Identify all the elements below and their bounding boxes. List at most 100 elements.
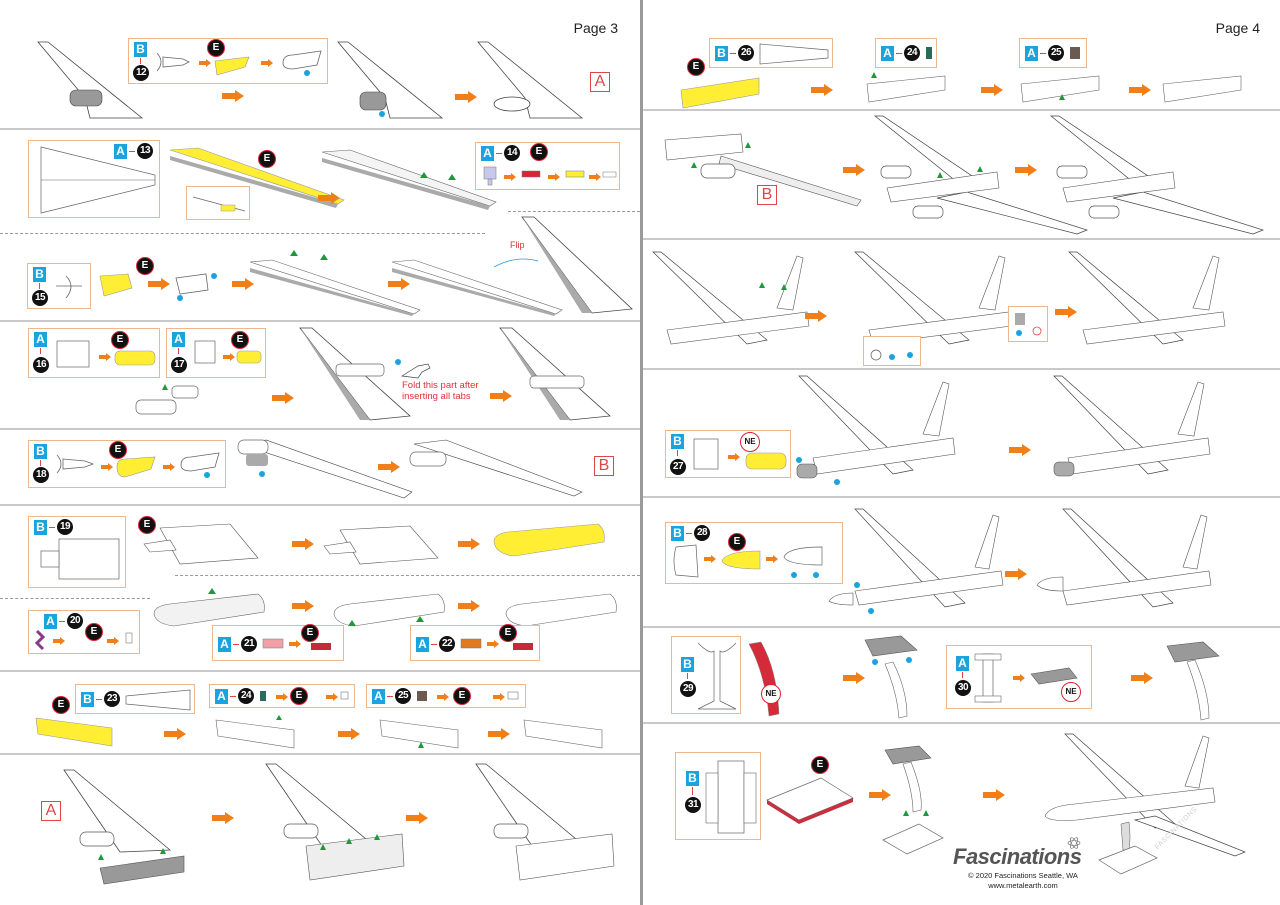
row-divider: [0, 670, 640, 672]
step-18-box: B 18 E: [28, 440, 226, 488]
stand-assembly: [882, 745, 944, 855]
sheet-badge: A: [372, 689, 385, 704]
canopy-done: [125, 632, 133, 644]
flip-label: Flip: [510, 240, 525, 250]
arrow-icon: [276, 693, 288, 701]
arrow-icon: [455, 91, 477, 103]
intake-completed: [175, 273, 217, 301]
page-4: Page 4 E B 26 A 24 A 25 B: [643, 0, 1280, 905]
step-24-box: A 24 E: [209, 684, 355, 708]
badge-connector: [387, 696, 393, 697]
arrow-icon: [212, 812, 234, 824]
step-31-box: B 31: [675, 752, 761, 840]
fuselage-wing-b-attach: [664, 133, 862, 207]
arrow-icon: [232, 278, 254, 290]
fold-instruction-note: Fold this part after inserting all tabs: [402, 380, 479, 402]
arrow-icon: [488, 728, 510, 740]
stand-column-part: [697, 642, 737, 710]
stand-cradle-folded: [1030, 667, 1078, 685]
badge-connector: [730, 53, 736, 54]
sheet-badge: A: [172, 332, 185, 347]
section-divider-dashed: [175, 575, 640, 576]
landing-gear-detail-box: [863, 336, 921, 366]
arrow-icon: [843, 164, 865, 176]
row-divider: [0, 128, 640, 130]
step-25-box: A 25 E: [366, 684, 526, 708]
canopy-part-purple: [34, 629, 46, 651]
wing-flat-part: [40, 146, 156, 214]
aircraft-wings-fuselage-joined: [874, 115, 1089, 235]
badge-connector: [962, 672, 963, 678]
step-number: 20: [67, 613, 83, 629]
fuselage-front-done: [505, 593, 617, 627]
rear-fuselage-yellow: [680, 77, 760, 109]
tool-e-pin: E: [136, 257, 154, 275]
wing-nacelle-done: [499, 327, 611, 421]
step-number: 14: [504, 145, 520, 161]
nose-cone-part: [673, 544, 699, 578]
arrow-icon: [318, 192, 340, 204]
badge-connector: [896, 53, 902, 54]
step-17-box: A 17 E: [166, 328, 266, 378]
sheet-marker-a: A: [41, 801, 61, 821]
wing-with-nacelle: [299, 327, 411, 421]
sheet-badge: A: [34, 332, 47, 347]
rear-fuselage-with-antenna: [215, 715, 295, 749]
step-28-box: B 28 E: [665, 522, 843, 584]
step-16-box: A 16 E: [28, 328, 160, 378]
tool-ne-pin: NE: [761, 684, 781, 704]
flat-panel-part: [693, 438, 719, 470]
sheet-badge: A: [215, 689, 228, 704]
step-number: 24: [904, 45, 920, 61]
nose-cone-done: [783, 546, 823, 578]
gear-door-part-pink: [262, 638, 284, 649]
row-divider: [0, 428, 640, 430]
flat-panel-part: [194, 340, 216, 364]
wing-b-done: [409, 439, 583, 497]
section-divider-dashed: [508, 211, 640, 212]
row-divider: [0, 753, 640, 755]
step-number: 26: [738, 45, 754, 61]
rolled-panel-yellow: [114, 350, 156, 366]
arrow-icon: [107, 637, 119, 645]
tool-e-pin: E: [231, 331, 249, 349]
arrow-icon: [101, 463, 113, 471]
sheet-badge: B: [671, 434, 684, 449]
sheet-badge: A: [881, 46, 894, 61]
copyright-text: © 2020 Fascinations Seattle, WA: [968, 871, 1078, 880]
sheet-badge: B: [681, 657, 694, 672]
arrow-icon: [378, 461, 400, 473]
antenna-done-icon: [602, 171, 617, 178]
arrow-icon: [437, 693, 449, 701]
arrow-icon: [1005, 568, 1027, 580]
tool-e-pin: E: [207, 39, 225, 57]
arrow-icon: [1055, 306, 1077, 318]
badge-connector: [1040, 53, 1046, 54]
antenna-part-green: [926, 47, 932, 59]
arrow-icon: [1015, 164, 1037, 176]
arrow-icon: [487, 640, 499, 648]
sheet-marker-a: A: [590, 72, 610, 92]
sheet-badge: A: [1025, 46, 1038, 61]
arrow-icon: [388, 278, 410, 290]
row-divider: [643, 238, 1280, 240]
arrow-icon: [493, 693, 505, 701]
rolled-panel-yellow: [745, 452, 787, 470]
flat-panel-part: [56, 340, 90, 368]
step-number: 24: [238, 688, 254, 704]
arrow-icon: [728, 453, 740, 461]
floor-folded: [323, 525, 439, 565]
section-divider-dashed: [0, 598, 150, 599]
website-link[interactable]: www.metalearth.com: [988, 881, 1058, 890]
row-divider: [0, 320, 640, 322]
rear-fuselage-with-antennas: [379, 719, 459, 749]
step-25-box-p4: A 25: [1019, 38, 1087, 68]
step-14-box: A 14 E: [475, 142, 620, 190]
tool-e-pin: E: [499, 624, 517, 642]
sheet-badge: B: [686, 771, 699, 786]
engine-intake-part-icon: [56, 454, 95, 474]
arrow-icon: [223, 353, 235, 361]
sheet-badge: A: [481, 146, 494, 161]
aircraft-nose-cone-done: [1036, 508, 1212, 608]
arrow-icon: [326, 693, 338, 701]
